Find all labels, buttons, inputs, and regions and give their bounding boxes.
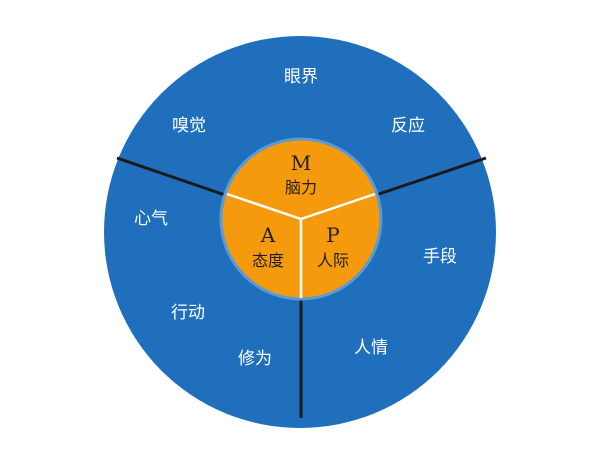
label-xingdong: 行动 bbox=[171, 303, 205, 323]
label-xiujue: 嗅觉 bbox=[172, 116, 206, 136]
core-divider-left bbox=[226, 192, 302, 221]
divider-right bbox=[372, 156, 487, 198]
core-letter-a: A bbox=[260, 223, 276, 247]
label-fanying: 反应 bbox=[391, 116, 425, 136]
divider-left bbox=[116, 156, 229, 198]
core-word-m: 脑力 bbox=[285, 178, 317, 197]
label-renqing: 人情 bbox=[354, 338, 388, 358]
core-word-a: 态度 bbox=[252, 251, 284, 270]
core-word-p: 人际 bbox=[317, 251, 349, 270]
label-yanjie: 眼界 bbox=[284, 67, 318, 87]
core-letter-p: P bbox=[326, 223, 339, 247]
core-divider-right bbox=[300, 192, 376, 221]
label-shouduan: 手段 bbox=[423, 247, 457, 267]
label-xiuwei: 修为 bbox=[238, 349, 272, 369]
core-letter-m: M bbox=[291, 151, 311, 175]
label-xinqi: 心气 bbox=[134, 209, 168, 229]
